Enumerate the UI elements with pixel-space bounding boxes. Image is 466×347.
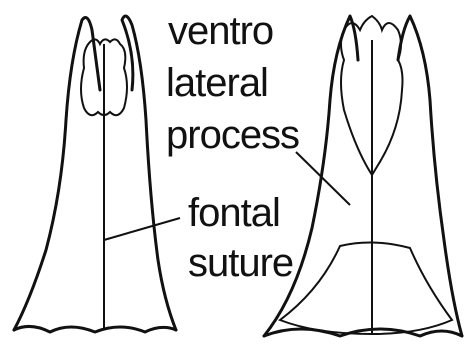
- left-specimen: [14, 16, 176, 332]
- right-specimen-outline: [264, 16, 462, 336]
- label-suture: suture: [188, 241, 293, 285]
- leader-fontal-suture: [104, 218, 180, 240]
- label-process: process: [166, 113, 299, 157]
- left-specimen-outline: [14, 16, 176, 330]
- label-lateral: lateral: [166, 61, 268, 105]
- left-specimen-base: [14, 326, 176, 332]
- right-specimen: [264, 16, 462, 336]
- label-ventro: ventro: [168, 9, 273, 53]
- label-fontal: fontal: [188, 191, 280, 235]
- right-specimen-base: [264, 329, 462, 336]
